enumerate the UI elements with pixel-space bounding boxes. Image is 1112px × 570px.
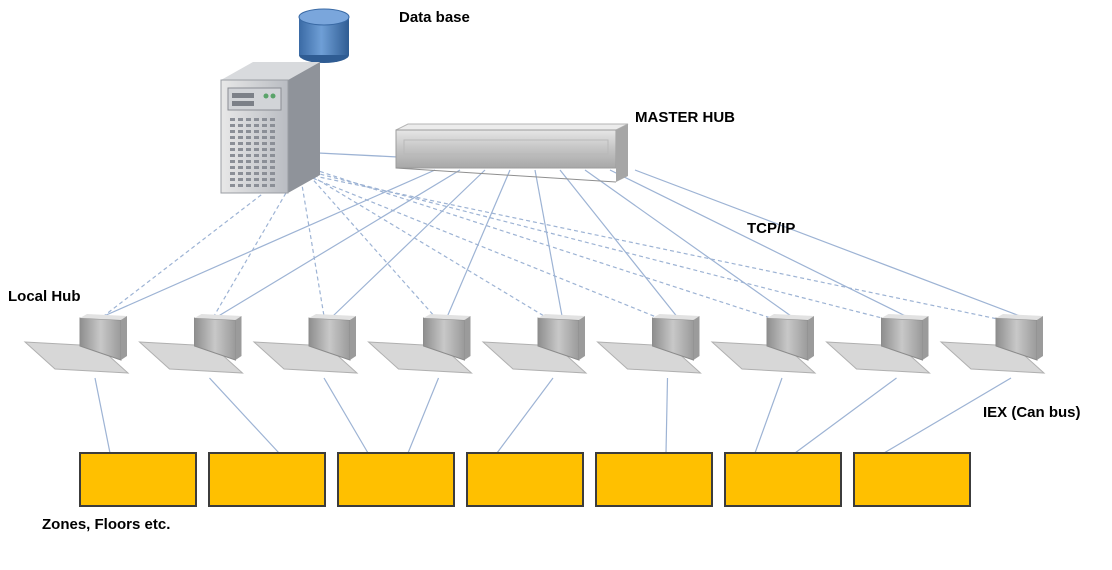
can-bus-link [665, 377, 669, 454]
local-hub-icon [596, 314, 702, 374]
tcp-ip-label: TCP/IP [747, 220, 796, 237]
can-bus-link [323, 377, 369, 454]
can-bus-link [496, 377, 554, 454]
server-local-hub-link [299, 172, 326, 323]
zones [79, 452, 971, 507]
can-bus-link [794, 377, 897, 454]
can-bus-link [883, 377, 1012, 454]
master-local-hub-link [634, 169, 1021, 317]
server-local-hub-link [299, 168, 898, 323]
master-local-hub-link [559, 169, 677, 317]
can-bus-link [754, 377, 783, 454]
local-hub-icon [939, 314, 1046, 374]
zone-box [724, 452, 842, 507]
iex-can-bus-label: IEX (Can bus) [983, 404, 1081, 421]
master-local-hub-link [446, 169, 511, 317]
local-hub-icon [481, 314, 588, 374]
database-icon [298, 8, 350, 63]
server-local-hub-link [299, 172, 1013, 323]
local-hub-icon [23, 314, 130, 374]
server-master-link [317, 152, 399, 158]
master-local-hub-link [584, 169, 792, 317]
local-hub-label: Local Hub [8, 288, 81, 305]
server-local-hub-link [299, 168, 555, 323]
master-local-hub-link [609, 169, 906, 317]
master-local-hub-link [103, 169, 436, 317]
link-lines [94, 152, 1021, 454]
database-label: Data base [399, 9, 470, 26]
can-bus-link [407, 377, 440, 454]
local-hub-icon [825, 314, 931, 374]
local-hub-icon [367, 314, 473, 374]
server-icon [220, 62, 320, 194]
zones-label: Zones, Floors etc. [42, 516, 171, 533]
master-local-hub-link [332, 169, 486, 317]
local-hub-icon [138, 314, 244, 374]
zone-box [853, 452, 971, 507]
zone-box [208, 452, 326, 507]
server-local-hub-link [209, 168, 301, 323]
zone-box [337, 452, 455, 507]
master-hub-label: MASTER HUB [635, 109, 735, 126]
can-bus-link [209, 377, 280, 454]
zone-box [595, 452, 713, 507]
can-bus-link [94, 377, 111, 454]
local-hub-icon [252, 314, 359, 374]
local-hub-icon [710, 314, 817, 374]
server-local-hub-link [299, 164, 784, 323]
zone-box [79, 452, 197, 507]
master-local-hub-link [218, 169, 461, 317]
zone-box [466, 452, 584, 507]
server-local-hub-link [299, 172, 669, 323]
master-local-hub-link [534, 169, 563, 317]
master-hub-icon [395, 123, 629, 183]
server-local-hub-link [299, 164, 440, 323]
local-hubs [23, 314, 1046, 374]
